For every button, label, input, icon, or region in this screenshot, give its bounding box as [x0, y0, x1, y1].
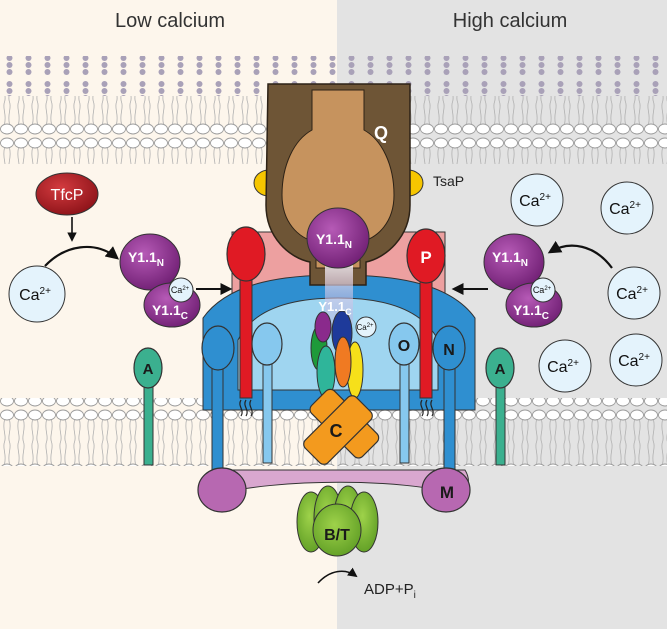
calcium-binding-arrow-left — [44, 245, 120, 267]
o-stalk-right — [399, 354, 410, 464]
q-label: Q — [374, 123, 388, 143]
a-label-left: A — [143, 361, 154, 378]
tfcp-label: TfcP — [51, 187, 84, 204]
calcium-bound-left-label: Ca2+ — [171, 285, 190, 295]
y11-n-right-label: Y1.1N — [492, 249, 528, 269]
tfcp-protein — [35, 172, 99, 216]
c-label: C — [330, 421, 343, 441]
y11-n-channel — [306, 207, 370, 269]
calcium-ion-right-1-label: Ca2+ — [519, 192, 551, 210]
q-secretin-inner — [281, 89, 395, 269]
low-calcium-title: Low calcium — [115, 10, 225, 32]
calcium-bound-right-label: Ca2+ — [533, 285, 552, 295]
calcium-ion-right-3-label: Ca2+ — [616, 285, 648, 303]
p-protein-left — [226, 226, 266, 282]
y11-c-left-label: Y1.1C — [152, 302, 188, 322]
high-calcium-title: High calcium — [453, 10, 567, 32]
calcium-bound-channel-label: Ca2+ — [356, 323, 374, 332]
o-protein-left — [251, 322, 283, 366]
export-blob-orange — [334, 336, 352, 388]
calcium-ion-right-2 — [600, 181, 654, 235]
calcium-bound-channel — [355, 316, 377, 338]
calcium-ion-right-3 — [607, 266, 661, 320]
calcium-ion-right-1 — [510, 173, 564, 227]
calcium-binding-arrow-right — [547, 240, 613, 269]
bt-body — [312, 503, 362, 557]
y11-n-left — [119, 233, 181, 291]
calcium-ion-left — [8, 265, 66, 323]
export-blob-purple — [314, 311, 332, 343]
lipid-anchor-right — [420, 399, 434, 417]
o-label: O — [398, 338, 410, 355]
calcium-bound-right — [530, 277, 556, 303]
calcium-ion-left-label: Ca2+ — [19, 286, 51, 304]
y11-n-left-label: Y1.1N — [128, 249, 164, 269]
calcium-ion-right-4 — [538, 339, 592, 393]
a-protein-left — [133, 347, 163, 389]
lipid-anchor-left — [239, 399, 253, 417]
p-protein-right — [406, 228, 446, 284]
o-stalk-left — [262, 354, 273, 464]
m-label: M — [440, 483, 454, 502]
calcium-bound-left — [168, 277, 194, 303]
n-protein-left — [201, 325, 235, 371]
y11-c-right-label: Y1.1C — [513, 302, 549, 322]
c-protein-bar-2 — [303, 395, 373, 465]
m-protein-right — [421, 467, 471, 513]
n-protein-right — [432, 325, 466, 371]
p-label: P — [420, 248, 431, 267]
adp-pi-label: ADP+Pi — [364, 581, 416, 601]
a-protein-right — [485, 347, 515, 389]
m-protein-left — [197, 467, 247, 513]
a-label-right: A — [495, 361, 506, 378]
bt-label: B/T — [324, 527, 350, 544]
calcium-ion-right-5 — [609, 333, 663, 387]
calcium-ion-right-4-label: Ca2+ — [547, 358, 579, 376]
y11-c-channel-label: Y1.1C — [318, 299, 352, 317]
calcium-ion-right-5-label: Ca2+ — [618, 352, 650, 370]
y11-n-channel-label: Y1.1N — [316, 231, 352, 251]
tsap-label: TsaP — [433, 173, 464, 189]
calcium-ion-right-2-label: Ca2+ — [609, 200, 641, 218]
n-label: N — [443, 342, 455, 359]
o-protein-right — [388, 322, 420, 366]
atp-hydrolysis-arrow — [317, 567, 358, 584]
